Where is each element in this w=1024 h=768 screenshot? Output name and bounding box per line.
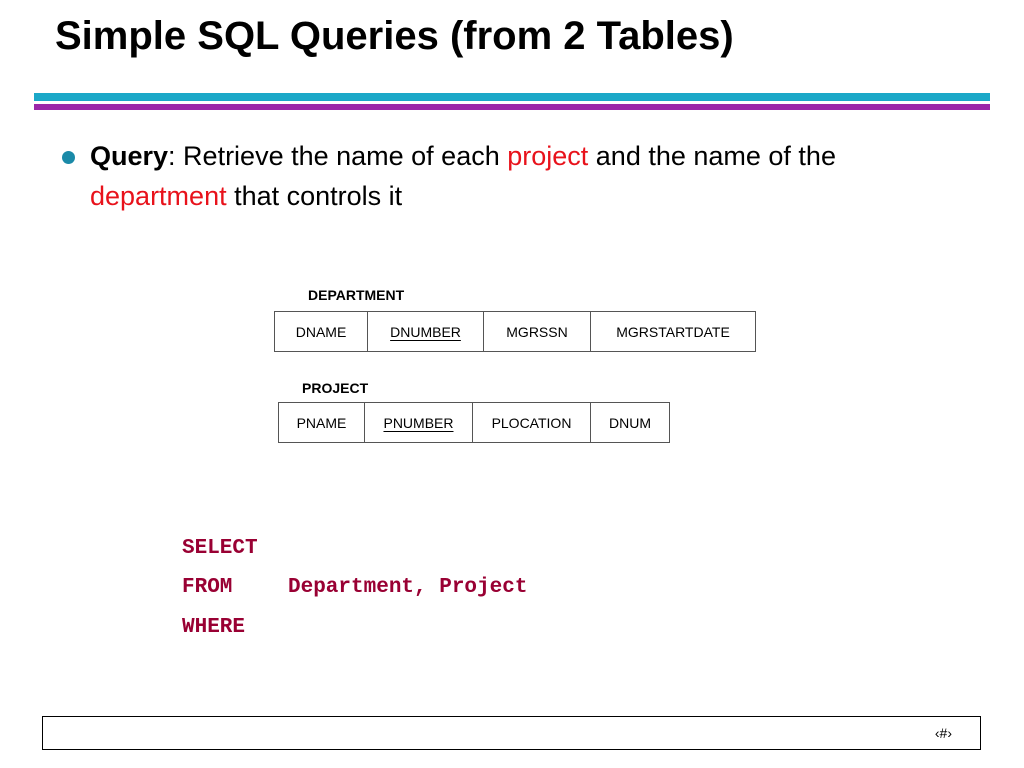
footer-box: ‹#› bbox=[42, 716, 981, 750]
title-rule-cyan bbox=[34, 93, 990, 101]
highlight-department: department bbox=[90, 181, 227, 211]
query-label: Query bbox=[90, 141, 169, 171]
sql-from-keyword: FROM bbox=[182, 576, 233, 599]
project-column-plocation: PLOCATION bbox=[472, 402, 591, 443]
highlight-project: project bbox=[507, 141, 589, 171]
department-column-mgrstartdate: MGRSTARTDATE bbox=[590, 311, 756, 352]
project-column-dnum: DNUM bbox=[590, 402, 670, 443]
department-primary-key: DNUMBER bbox=[390, 323, 461, 340]
sql-select-line: SELECT bbox=[182, 537, 258, 560]
query-text-middle: and the name of the bbox=[588, 141, 836, 171]
department-column-mgrssn: MGRSSN bbox=[483, 311, 591, 352]
sql-from-value: Department, Project bbox=[288, 576, 528, 599]
project-column-pname: PNAME bbox=[278, 402, 365, 443]
department-schema-label: DEPARTMENT bbox=[308, 287, 405, 303]
query-text-before: : Retrieve the name of each bbox=[168, 141, 508, 171]
sql-from-line: FROM Department, Project bbox=[182, 576, 527, 599]
department-column-dnumber: DNUMBER bbox=[367, 311, 484, 352]
project-primary-key: PNUMBER bbox=[383, 414, 454, 431]
sql-where-keyword: WHERE bbox=[182, 616, 246, 639]
bullet-dot-icon bbox=[62, 151, 75, 164]
department-column-dname: DNAME bbox=[274, 311, 368, 352]
slide-number: ‹#› bbox=[934, 725, 952, 741]
project-column-pnumber: PNUMBER bbox=[364, 402, 473, 443]
sql-select-keyword: SELECT bbox=[182, 537, 258, 560]
project-schema-label: PROJECT bbox=[302, 380, 369, 396]
slide-title: Simple SQL Queries (from 2 Tables) bbox=[55, 14, 734, 58]
query-text: Query: Retrieve the name of each project… bbox=[90, 136, 950, 216]
sql-where-line: WHERE bbox=[182, 616, 245, 639]
title-rule-purple bbox=[34, 104, 990, 110]
department-schema-table: DNAME DNUMBER MGRSSN MGRSTARTDATE bbox=[274, 311, 756, 352]
query-text-after: that controls it bbox=[226, 181, 403, 211]
project-schema-table: PNAME PNUMBER PLOCATION DNUM bbox=[278, 402, 670, 443]
